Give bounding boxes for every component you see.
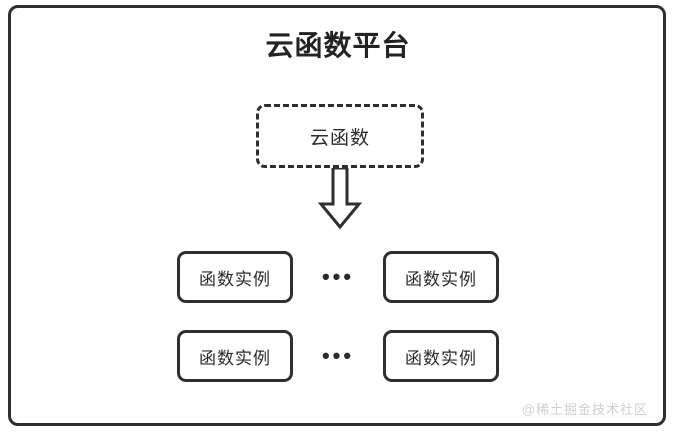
watermark: @稀土掘金技术社区 <box>521 402 648 417</box>
instance-row-1: 函数实例 ••• 函数实例 <box>0 251 676 303</box>
function-instance-box: 函数实例 <box>177 330 293 382</box>
function-instance-label: 函数实例 <box>405 348 477 368</box>
function-instance-box: 函数实例 <box>383 330 499 382</box>
function-instance-label: 函数实例 <box>199 348 271 368</box>
row-ellipsis: ••• <box>321 264 355 289</box>
function-instance-box: 函数实例 <box>177 251 293 303</box>
down-arrow-icon <box>316 166 364 230</box>
instance-row-2: 函数实例 ••• 函数实例 <box>0 330 676 382</box>
function-instance-box: 函数实例 <box>383 251 499 303</box>
function-instance-label: 函数实例 <box>405 269 477 289</box>
page-title: 云函数平台 <box>265 30 411 61</box>
cloud-function-node: 云函数 <box>256 104 424 168</box>
function-instance-label: 函数实例 <box>199 269 271 289</box>
row-ellipsis: ••• <box>321 343 355 368</box>
cloud-function-label: 云函数 <box>309 127 370 149</box>
